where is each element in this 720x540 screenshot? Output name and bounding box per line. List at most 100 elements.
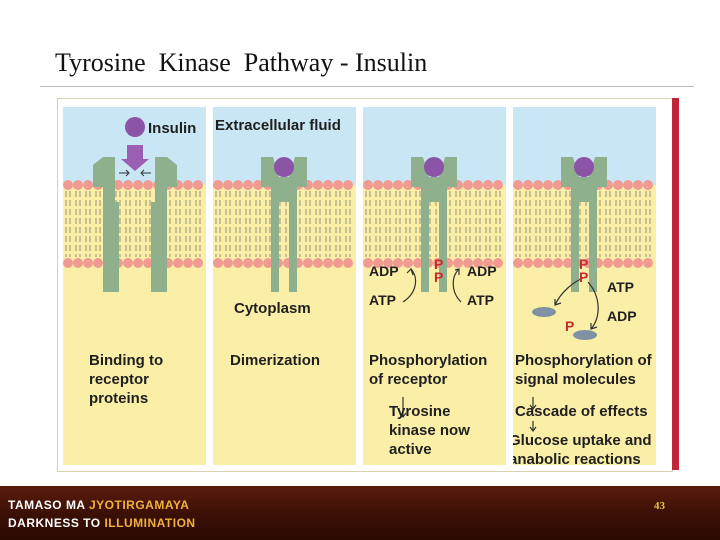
lipid-tail xyxy=(465,191,471,257)
receptor-dimer xyxy=(561,157,607,292)
signal-molecule-icon xyxy=(532,307,556,317)
panel-binding: Insulin Binding to receptor proteins xyxy=(63,107,206,465)
atp-adp-arrow-icon xyxy=(587,281,599,330)
footer-banner: TAMASO MA JYOTIRGAMAYA DARKNESS TO ILLUM… xyxy=(0,486,720,540)
lipid-tail xyxy=(235,191,241,257)
lipid-tail xyxy=(545,191,551,257)
atp-adp-right-arrow-icon xyxy=(452,268,462,303)
lipid-tail xyxy=(635,191,641,257)
lipid-head xyxy=(223,258,233,268)
lipid-head xyxy=(83,258,93,268)
lipid-head xyxy=(623,180,633,190)
lipid-head xyxy=(313,180,323,190)
lipid-tail xyxy=(565,191,571,257)
lipid-tail xyxy=(645,191,651,257)
footer-motto-part: JYOTIRGAMAYA xyxy=(89,498,190,512)
lipid-bilayer xyxy=(63,180,203,268)
lipid-head xyxy=(463,180,473,190)
lipid-head xyxy=(633,258,643,268)
lipid-tail xyxy=(85,191,91,257)
lipid-tail xyxy=(555,191,561,257)
insulin-molecule xyxy=(274,157,294,177)
lipid-head xyxy=(343,258,353,268)
lipid-head xyxy=(183,180,193,190)
lipid-tail xyxy=(315,191,321,257)
lipid-head xyxy=(613,180,623,190)
lipid-head xyxy=(553,180,563,190)
lipid-tail xyxy=(65,191,71,257)
lipid-tail xyxy=(615,191,621,257)
lipid-head xyxy=(493,180,503,190)
lipid-head xyxy=(183,258,193,268)
lipid-head xyxy=(133,258,143,268)
lipid-tail xyxy=(135,191,141,257)
receptor-left xyxy=(103,157,119,292)
lipid-tail xyxy=(495,191,501,257)
phosphate-top-label: P xyxy=(579,256,589,272)
lipid-head xyxy=(193,180,203,190)
lipid-head xyxy=(333,180,343,190)
lipid-head xyxy=(233,258,243,268)
lipid-head xyxy=(233,180,243,190)
lipid-head xyxy=(523,180,533,190)
membrane-svg xyxy=(213,157,353,292)
lipid-head xyxy=(253,180,263,190)
adp-right-label: ADP xyxy=(467,263,497,279)
lipid-tail xyxy=(215,191,221,257)
page-number: 43 xyxy=(654,500,665,512)
panel3-result: Tyrosine kinase now active xyxy=(389,403,470,458)
atp-adp-left-arrow-icon xyxy=(402,267,417,303)
lipid-tail xyxy=(375,191,381,257)
lipid-head xyxy=(483,180,493,190)
adp-label: ADP xyxy=(607,308,637,324)
lipid-head xyxy=(613,258,623,268)
lipid-head xyxy=(393,180,403,190)
panel-dimerization: Extracellular fluid Cytoplasm Dimerizati… xyxy=(213,107,356,465)
glucose-uptake-label: Glucose uptake and anabolic reactions xyxy=(513,432,652,465)
lipid-head xyxy=(533,180,543,190)
lipid-head xyxy=(373,258,383,268)
lipid-tail xyxy=(325,191,331,257)
receptor-right xyxy=(151,157,167,292)
receptor-left-arm xyxy=(93,157,103,187)
membrane-svg xyxy=(363,157,503,418)
lipid-head xyxy=(323,258,333,268)
lipid-head xyxy=(453,258,463,268)
lipid-head xyxy=(363,180,373,190)
lipid-head xyxy=(63,258,73,268)
lipid-tail xyxy=(515,191,521,257)
panel3-caption: Phosphorylation of receptor xyxy=(369,352,488,388)
phosphate-bottom-label: P xyxy=(434,269,444,285)
lipid-head xyxy=(483,258,493,268)
membrane-svg xyxy=(513,157,653,432)
lipid-tail xyxy=(75,191,81,257)
lipid-head xyxy=(563,258,573,268)
lipid-head xyxy=(223,180,233,190)
lipid-head xyxy=(473,180,483,190)
lipid-tail xyxy=(625,191,631,257)
lipid-head xyxy=(403,180,413,190)
lipid-head xyxy=(213,258,223,268)
figure-side-bar xyxy=(672,98,679,470)
lipid-head xyxy=(623,258,633,268)
lipid-tail xyxy=(525,191,531,257)
panel4-caption: Phosphorylation of signal molecules xyxy=(515,352,652,388)
cytoplasm-label: Cytoplasm xyxy=(234,300,311,317)
lipid-tail xyxy=(415,191,421,257)
receptor-right-arm xyxy=(167,157,177,187)
lipid-head xyxy=(383,258,393,268)
panel2-caption: Dimerization xyxy=(230,352,321,369)
lipid-tail xyxy=(185,191,191,257)
lipid-head xyxy=(113,180,123,190)
lipid-head xyxy=(633,180,643,190)
lipid-head xyxy=(213,180,223,190)
footer-motto-line2: DARKNESS TO ILLUMINATION xyxy=(8,516,196,530)
lipid-head xyxy=(243,180,253,190)
footer-motto-part: TAMASO MA xyxy=(8,498,89,512)
signal-molecule-phosphorylated-icon xyxy=(573,330,597,340)
panel-signal-phosphorylation: P P ATP ADP P Phosphorylation of signal … xyxy=(513,107,656,465)
lipid-head xyxy=(123,258,133,268)
lipid-tail xyxy=(475,191,481,257)
lipid-tail xyxy=(385,191,391,257)
lipid-head xyxy=(133,180,143,190)
